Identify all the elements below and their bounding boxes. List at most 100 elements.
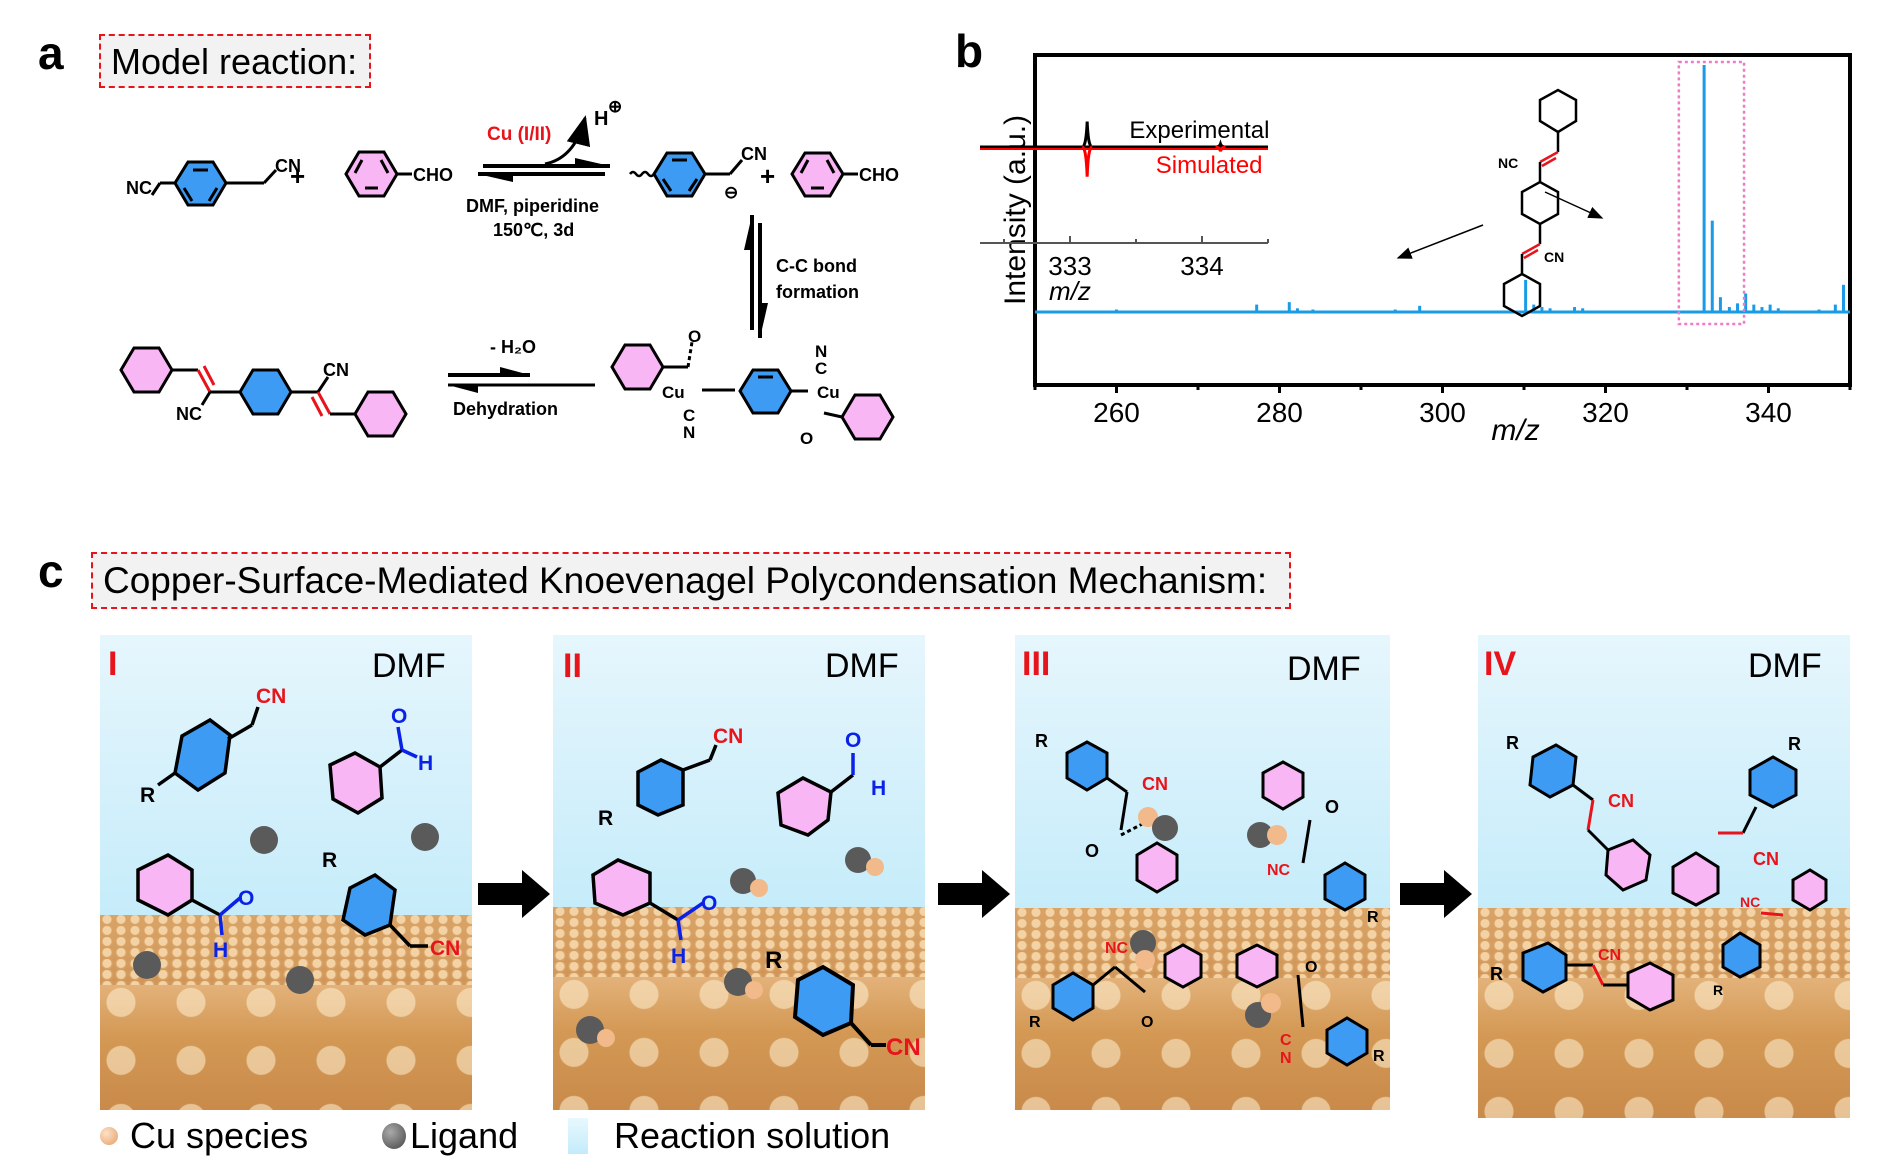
svg-text:O: O bbox=[238, 887, 254, 910]
scene-stage-1: I DMF CN R O H O H R CN bbox=[100, 635, 472, 1110]
svg-text:CN: CN bbox=[256, 685, 286, 708]
solvent-label: DMF bbox=[1748, 647, 1822, 685]
label-nc: NC bbox=[126, 178, 152, 198]
reactant-benzaldehyde: CHO bbox=[344, 150, 453, 198]
svg-text:O: O bbox=[800, 429, 813, 448]
svg-text:CN: CN bbox=[430, 937, 460, 960]
y-axis-label: Intensity (a.u.) bbox=[999, 115, 1032, 305]
svg-text:R: R bbox=[1373, 1048, 1385, 1065]
svg-text:CN: CN bbox=[1142, 774, 1168, 794]
inset-x-axis-label: m/z bbox=[1049, 276, 1091, 306]
svg-text:N: N bbox=[683, 423, 695, 442]
svg-text:CN: CN bbox=[323, 360, 349, 380]
ligand-sphere bbox=[286, 966, 314, 994]
product-distyryl: NC CN bbox=[119, 346, 408, 438]
panel-a-title: Model reaction: bbox=[99, 34, 372, 88]
svg-text:CHO: CHO bbox=[859, 165, 899, 185]
svg-text:NC: NC bbox=[1267, 862, 1291, 879]
carbanion-intermediate: CN ⊖ bbox=[629, 144, 767, 202]
scene-stage-2: II DMF CN R O H O H R CN bbox=[553, 635, 925, 1110]
plus-sign: + bbox=[290, 161, 305, 191]
svg-text:R: R bbox=[598, 807, 613, 830]
svg-text:R: R bbox=[1788, 734, 1801, 754]
step3-bottom: Dehydration bbox=[453, 399, 558, 419]
equilibrium-arrow-1 bbox=[478, 115, 610, 182]
reaction-solution-swatch bbox=[568, 1118, 588, 1154]
solvent-label: DMF bbox=[825, 647, 899, 685]
x-tick-label: 280 bbox=[1256, 397, 1303, 428]
legend-simulated: Simulated bbox=[1156, 152, 1263, 179]
svg-text:H: H bbox=[671, 945, 686, 968]
svg-text:O: O bbox=[701, 892, 717, 915]
svg-text:NC: NC bbox=[1105, 940, 1129, 957]
equilibrium-arrow-3 bbox=[448, 367, 595, 393]
svg-text:R: R bbox=[322, 849, 337, 872]
ligand-sphere bbox=[133, 951, 161, 979]
svg-text:CN: CN bbox=[1598, 947, 1621, 964]
reactant-dinitrile: NC CN bbox=[126, 156, 301, 207]
model-reaction-scheme: NC CN + CHO Cu (I/II) H ⊕ DMF, piperidin… bbox=[119, 97, 899, 448]
svg-text:R: R bbox=[140, 784, 155, 807]
svg-text:R: R bbox=[1035, 731, 1048, 751]
legend-ligand: Ligand bbox=[382, 1115, 518, 1157]
x-tick-label: 320 bbox=[1582, 397, 1629, 428]
svg-text:CHO: CHO bbox=[413, 165, 453, 185]
ligand-sphere bbox=[411, 823, 439, 851]
svg-text:CN: CN bbox=[1753, 849, 1779, 869]
svg-text:O: O bbox=[1085, 841, 1099, 861]
legend-cu-species: Cu species bbox=[100, 1115, 308, 1157]
svg-text:Cu: Cu bbox=[817, 383, 840, 402]
x-axis-label: m/z bbox=[1491, 414, 1539, 447]
svg-text:Cu: Cu bbox=[662, 383, 685, 402]
solvent-label: DMF bbox=[372, 647, 446, 685]
scene-stage-4: IV DMF R CN R CN NC R CN R bbox=[1478, 635, 1850, 1118]
catalyst-label: Cu (I/II) bbox=[487, 124, 551, 145]
x-tick-label: 300 bbox=[1419, 397, 1466, 428]
panel-b-letter: b bbox=[955, 25, 984, 77]
proton-label: H bbox=[594, 108, 608, 130]
experimental-peak bbox=[1081, 121, 1093, 149]
chart-frame bbox=[1033, 53, 1852, 387]
svg-text:O: O bbox=[845, 729, 861, 752]
product-structure-inset: NC CN bbox=[1498, 88, 1578, 318]
legend-reaction-solution: Reaction solution bbox=[568, 1115, 890, 1157]
label-cn: CN bbox=[275, 156, 301, 176]
cu-complex-intermediate: O Cu C N N C Cu O bbox=[610, 327, 895, 448]
svg-text:C: C bbox=[1280, 1032, 1292, 1049]
svg-text:O: O bbox=[688, 327, 701, 346]
svg-text:H: H bbox=[418, 752, 433, 775]
svg-text:NC: NC bbox=[176, 404, 202, 424]
svg-text:CN: CN bbox=[886, 1034, 921, 1061]
svg-text:R: R bbox=[1029, 1014, 1041, 1031]
stage-arrow-2 bbox=[938, 870, 1010, 918]
benzaldehyde-2: CHO bbox=[790, 151, 899, 198]
svg-text:C: C bbox=[683, 406, 695, 425]
conditions-line2: 150℃, 3d bbox=[493, 220, 574, 240]
simulated-peak bbox=[1081, 145, 1093, 177]
stage-label: I bbox=[108, 645, 118, 683]
ligand-icon bbox=[382, 1123, 406, 1149]
ligand-sphere bbox=[250, 826, 278, 854]
inset-x-tick-label: 334 bbox=[1180, 251, 1223, 281]
x-tick-label: 340 bbox=[1745, 397, 1792, 428]
svg-text:O: O bbox=[391, 705, 407, 728]
step3-top: - H₂O bbox=[490, 337, 536, 357]
svg-text:C: C bbox=[815, 359, 827, 378]
svg-text:R: R bbox=[1367, 909, 1379, 926]
step2-line2: formation bbox=[776, 282, 859, 302]
blue-benzene-ring bbox=[173, 160, 228, 207]
svg-text:R: R bbox=[1506, 733, 1519, 753]
svg-text:O: O bbox=[1325, 797, 1339, 817]
panel-a-letter: a bbox=[38, 27, 64, 79]
conditions-line1: DMF, piperidine bbox=[466, 196, 599, 216]
svg-text:N: N bbox=[1280, 1050, 1292, 1067]
panel-c-letter: c bbox=[38, 545, 64, 597]
svg-text:O: O bbox=[1305, 959, 1317, 976]
stage-3-molecules: R CN O O NC R NC R O O C N R bbox=[1029, 731, 1385, 1067]
svg-text:NC: NC bbox=[1498, 155, 1518, 171]
solvent-label: DMF bbox=[1287, 650, 1361, 688]
stage-2-molecules: CN R O H O H R CN bbox=[576, 725, 921, 1061]
step2-line1: C-C bond bbox=[776, 256, 857, 276]
svg-text:R: R bbox=[1490, 964, 1503, 984]
